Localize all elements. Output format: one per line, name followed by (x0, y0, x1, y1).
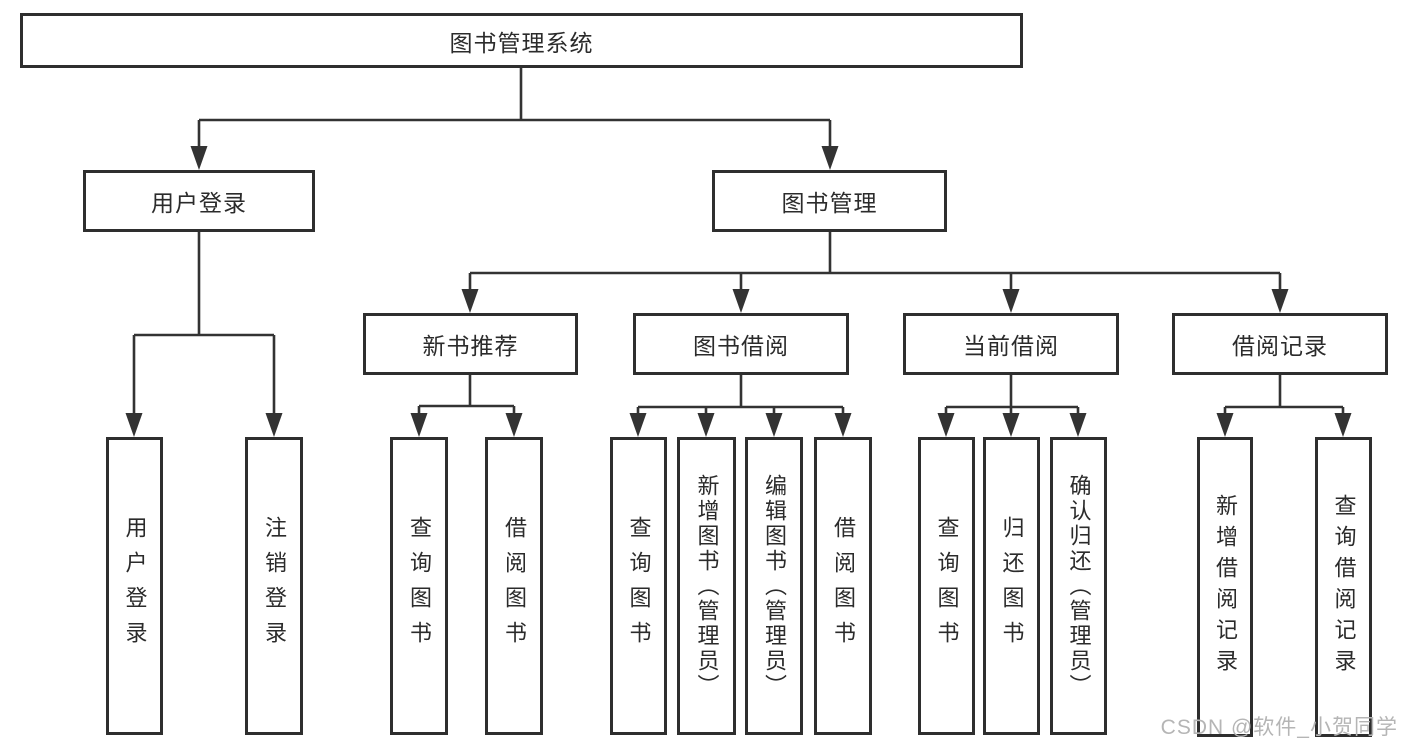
node-borrow-records-label: 借阅记录 (1232, 333, 1328, 359)
leaf-query-books-borrow: 查询图书 (610, 437, 667, 735)
node-root: 图书管理系统 (20, 13, 1023, 68)
watermark: CSDN @软件_小贺同学 (1160, 716, 1398, 739)
leaf-add-borrow-record: 新增借阅记录 (1197, 437, 1253, 737)
node-book-borrow: 图书借阅 (633, 313, 849, 375)
leaf-query-borrow-record: 查询借阅记录 (1315, 437, 1372, 737)
node-current-borrow: 当前借阅 (903, 313, 1119, 375)
node-book-borrow-label: 图书借阅 (693, 333, 789, 359)
node-book-management: 图书管理 (712, 170, 947, 232)
leaf-borrow-books-recommend: 借阅图书 (485, 437, 543, 735)
leaf-edit-books-admin: 编辑图书（管理员） (745, 437, 803, 735)
leaf-query-books-recommend: 查询图书 (390, 437, 448, 735)
leaf-user-login: 用户登录 (106, 437, 163, 735)
node-user-login: 用户登录 (83, 170, 315, 232)
leaf-query-books-current: 查询图书 (918, 437, 975, 735)
node-user-login-label: 用户登录 (151, 190, 247, 216)
node-new-book-recommend: 新书推荐 (363, 313, 578, 375)
node-new-book-recommend-label: 新书推荐 (422, 333, 519, 359)
leaf-add-books-admin: 新增图书（管理员） (677, 437, 736, 735)
node-borrow-records: 借阅记录 (1172, 313, 1388, 375)
leaf-logout: 注销登录 (245, 437, 303, 735)
leaf-borrow-books: 借阅图书 (814, 437, 872, 735)
leaf-return-books: 归还图书 (983, 437, 1040, 735)
leaf-confirm-return-admin: 确认归还（管理员） (1050, 437, 1107, 735)
node-current-borrow-label: 当前借阅 (963, 333, 1059, 359)
arrowheads (125, 146, 1352, 437)
node-root-label: 图书管理系统 (449, 29, 594, 56)
node-book-management-label: 图书管理 (781, 190, 878, 216)
